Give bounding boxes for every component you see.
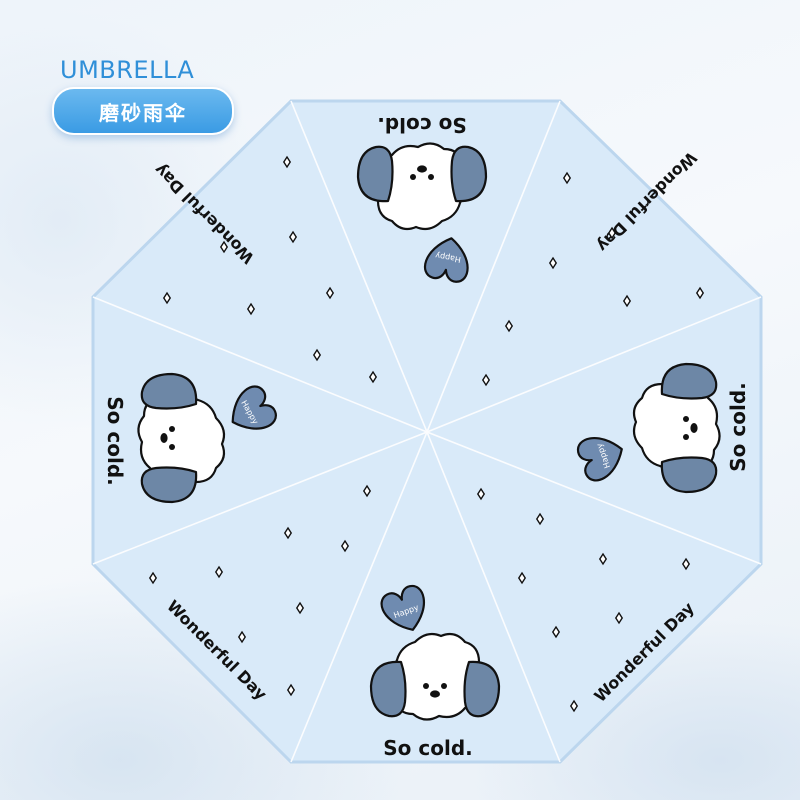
phrase-cold-right: So cold.: [726, 382, 750, 471]
panel-seams: [92, 100, 762, 763]
svg-text:Happy: Happy: [434, 251, 461, 264]
brand-label: UMBRELLA: [60, 56, 195, 84]
heart-left-icon: Happy: [220, 381, 281, 442]
heart-top-icon: Happy: [422, 233, 474, 285]
product-badge: 磨砂雨伞: [52, 87, 234, 135]
heart-bottom-icon: Happy: [377, 581, 434, 639]
heart-right-icon: Happy: [573, 428, 631, 485]
phrase-cold-bottom: So cold.: [383, 736, 472, 760]
phrase-cold-left: So cold.: [103, 396, 127, 485]
phrase-cold-top: So cold.: [377, 113, 466, 137]
